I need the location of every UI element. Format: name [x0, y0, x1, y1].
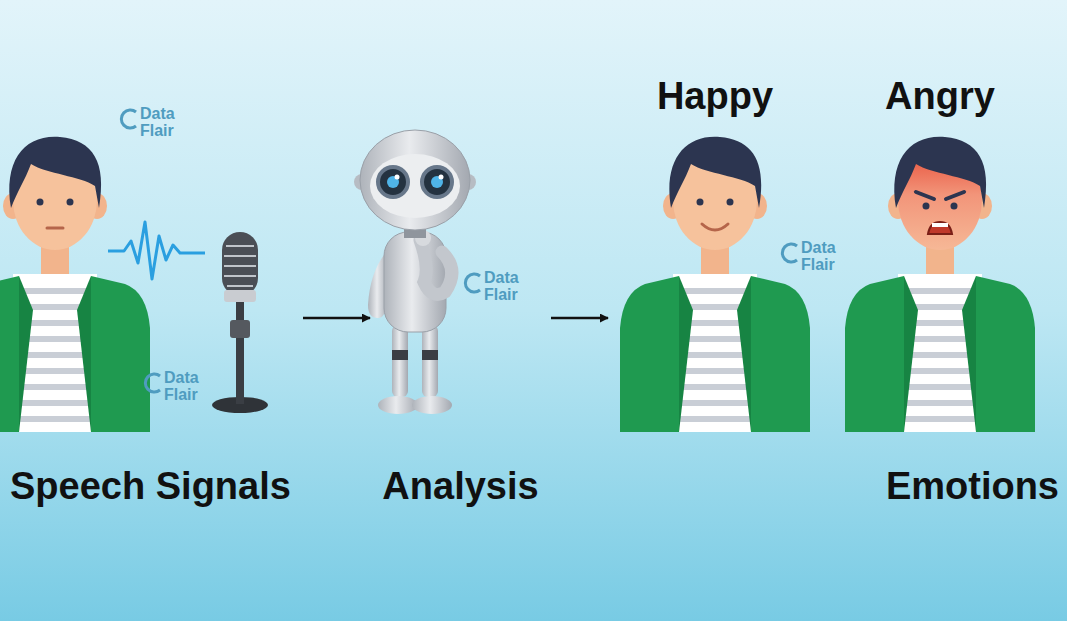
art-part [951, 203, 958, 210]
emotion-node: Happy [625, 70, 805, 430]
speaker-figure [0, 137, 150, 432]
watermark: Data Flair [164, 370, 210, 404]
watermark: Data Flair [484, 270, 530, 304]
art-part [224, 290, 256, 302]
angry-figure [845, 137, 1035, 432]
art-part [145, 374, 160, 392]
art-part [222, 232, 258, 296]
emotions-group: Emotions Happy Angry [610, 70, 1067, 510]
flow-arrow [551, 317, 608, 320]
art-part [395, 175, 400, 180]
speaker-node: Speech Signals [0, 140, 301, 510]
art-part [224, 265, 256, 267]
art-part [378, 167, 408, 197]
art-part [224, 255, 256, 257]
art-part [67, 199, 74, 206]
art-part [669, 137, 761, 208]
watermark: Data Flair [140, 106, 186, 140]
microphone [212, 232, 268, 413]
art-part [227, 285, 253, 287]
art-part [392, 325, 408, 397]
art-part [894, 137, 986, 208]
art-part [37, 199, 44, 206]
art-part [412, 396, 452, 414]
art-part [620, 193, 810, 432]
analysis-node: Analysis [372, 140, 549, 510]
node-label: Happy [651, 74, 779, 120]
art-part [928, 222, 952, 234]
art-part [121, 110, 136, 128]
node-label: Speech Signals [4, 464, 297, 510]
art-part [422, 325, 438, 397]
art-part [782, 244, 797, 262]
node-label: Analysis [376, 464, 544, 510]
art-part [439, 175, 444, 180]
watermark-logo [121, 110, 797, 392]
art-part [845, 193, 1035, 432]
art-part [224, 246, 256, 286]
art-part [236, 298, 244, 404]
art-part [226, 245, 254, 247]
flow-arrow [303, 317, 370, 320]
emotion-node: Angry [845, 70, 1035, 430]
node-label: Angry [879, 74, 1001, 120]
art-part [727, 199, 734, 206]
node-label: Emotions [880, 464, 1065, 510]
art-part [224, 275, 256, 277]
art-part [946, 192, 964, 199]
robot [354, 130, 476, 414]
art-part [465, 274, 480, 292]
happy-figure [620, 137, 810, 432]
art-part [384, 232, 446, 332]
art-part [697, 199, 704, 206]
art-part [923, 203, 930, 210]
art-part [47, 227, 63, 230]
sound-wave [108, 222, 205, 279]
art-part [422, 167, 452, 197]
art-part [360, 130, 470, 230]
art-part [420, 240, 452, 294]
watermark: Data Flair [801, 240, 847, 274]
art-part [230, 320, 250, 338]
art-part [392, 350, 408, 360]
art-part [422, 350, 438, 360]
art-part [370, 154, 460, 218]
art-part [9, 137, 101, 208]
art-part [932, 223, 948, 227]
art-part [702, 224, 728, 230]
art-part [916, 192, 934, 199]
